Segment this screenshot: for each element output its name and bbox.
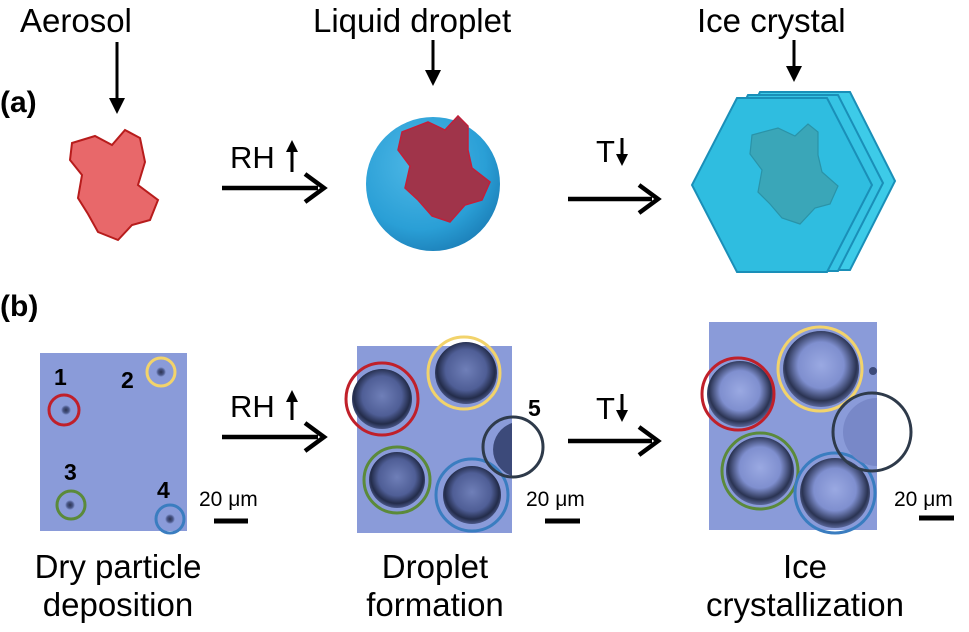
t-down-icon-b bbox=[616, 394, 628, 422]
rh-arrow-b bbox=[222, 421, 328, 453]
particle-number-3: 3 bbox=[64, 459, 77, 485]
rh-label-a: RH bbox=[230, 140, 275, 175]
t-label-a: T bbox=[596, 134, 615, 169]
title-ice-crystal: Ice crystal bbox=[697, 2, 846, 39]
ice-4 bbox=[800, 458, 870, 528]
ice-3 bbox=[726, 437, 794, 505]
scale-label-1: 20 μm bbox=[199, 488, 258, 511]
circle-blue-droplet bbox=[434, 457, 510, 533]
circle-red-ice bbox=[700, 356, 776, 432]
scale-label-2: 20 μm bbox=[526, 488, 585, 511]
ice-crystal-shape bbox=[690, 91, 897, 273]
particle-number-2: 2 bbox=[121, 367, 134, 393]
particle-dot-3 bbox=[65, 500, 75, 510]
droplet-1 bbox=[352, 369, 412, 429]
scale-label-3: 20 μm bbox=[894, 488, 953, 511]
aerosol-particle-shape bbox=[68, 128, 160, 242]
circle-dark-droplet bbox=[481, 415, 545, 479]
panel-label-a: (a) bbox=[0, 86, 37, 119]
droplet-5 bbox=[493, 423, 512, 476]
rh-label-b: RH bbox=[230, 389, 275, 424]
particle-number-1: 1 bbox=[54, 364, 67, 390]
droplet-4 bbox=[443, 466, 501, 524]
caption-droplet-line2: formation bbox=[366, 586, 504, 623]
circle-yellow-2 bbox=[145, 356, 177, 388]
circle-green-3 bbox=[55, 489, 87, 521]
caption-droplet-line1: Droplet bbox=[381, 548, 489, 585]
t-down-icon-a bbox=[616, 138, 628, 166]
circle-dark-ice bbox=[831, 391, 913, 473]
circle-blue-ice bbox=[793, 451, 877, 535]
aerosol-pointer-arrow bbox=[109, 42, 125, 114]
ice-small-dot bbox=[869, 367, 877, 375]
particle-dot-1 bbox=[61, 405, 71, 415]
caption-ice-crystallization: Ice crystallization bbox=[690, 548, 920, 624]
circle-yellow-droplet bbox=[426, 335, 502, 411]
droplet-pointer-arrow bbox=[425, 40, 441, 86]
rh-up-icon-a bbox=[286, 140, 298, 172]
micrograph-dry-particles bbox=[40, 353, 187, 531]
caption-dry-particle-line1: Dry particle bbox=[34, 548, 202, 585]
droplet-inclusion-shape bbox=[397, 114, 491, 223]
ice-2 bbox=[783, 331, 859, 407]
ice-pointer-arrow bbox=[786, 40, 802, 82]
droplet-3 bbox=[369, 452, 425, 508]
rh-arrow-a bbox=[222, 172, 328, 204]
particle-number-4: 4 bbox=[157, 477, 170, 503]
circle-blue-4 bbox=[154, 503, 186, 535]
title-aerosol: Aerosol bbox=[20, 2, 132, 39]
caption-dry-particle: Dry particle deposition bbox=[0, 548, 236, 624]
circle-red-droplet bbox=[344, 361, 420, 437]
rh-up-icon-b bbox=[286, 390, 298, 420]
particle-dot-4 bbox=[165, 514, 175, 524]
caption-ice-line2: crystallization bbox=[705, 586, 905, 623]
caption-droplet-formation: Droplet formation bbox=[340, 548, 530, 624]
ice-1 bbox=[707, 361, 773, 427]
ice-5 bbox=[843, 398, 877, 466]
panel-label-b: (b) bbox=[0, 290, 39, 323]
circle-yellow-ice bbox=[776, 325, 864, 413]
circle-green-droplet bbox=[362, 445, 432, 515]
droplet-2 bbox=[435, 342, 497, 404]
particle-dot-2 bbox=[156, 367, 166, 377]
particle-number-5: 5 bbox=[528, 395, 541, 421]
caption-dry-particle-line2: deposition bbox=[42, 586, 194, 623]
t-label-b: T bbox=[596, 391, 615, 426]
circle-red-1 bbox=[47, 393, 81, 427]
t-arrow-a bbox=[568, 183, 662, 215]
t-arrow-b bbox=[568, 425, 662, 457]
caption-ice-line1: Ice bbox=[782, 548, 828, 585]
title-liquid-droplet: Liquid droplet bbox=[313, 2, 512, 39]
circle-green-ice bbox=[720, 431, 800, 511]
